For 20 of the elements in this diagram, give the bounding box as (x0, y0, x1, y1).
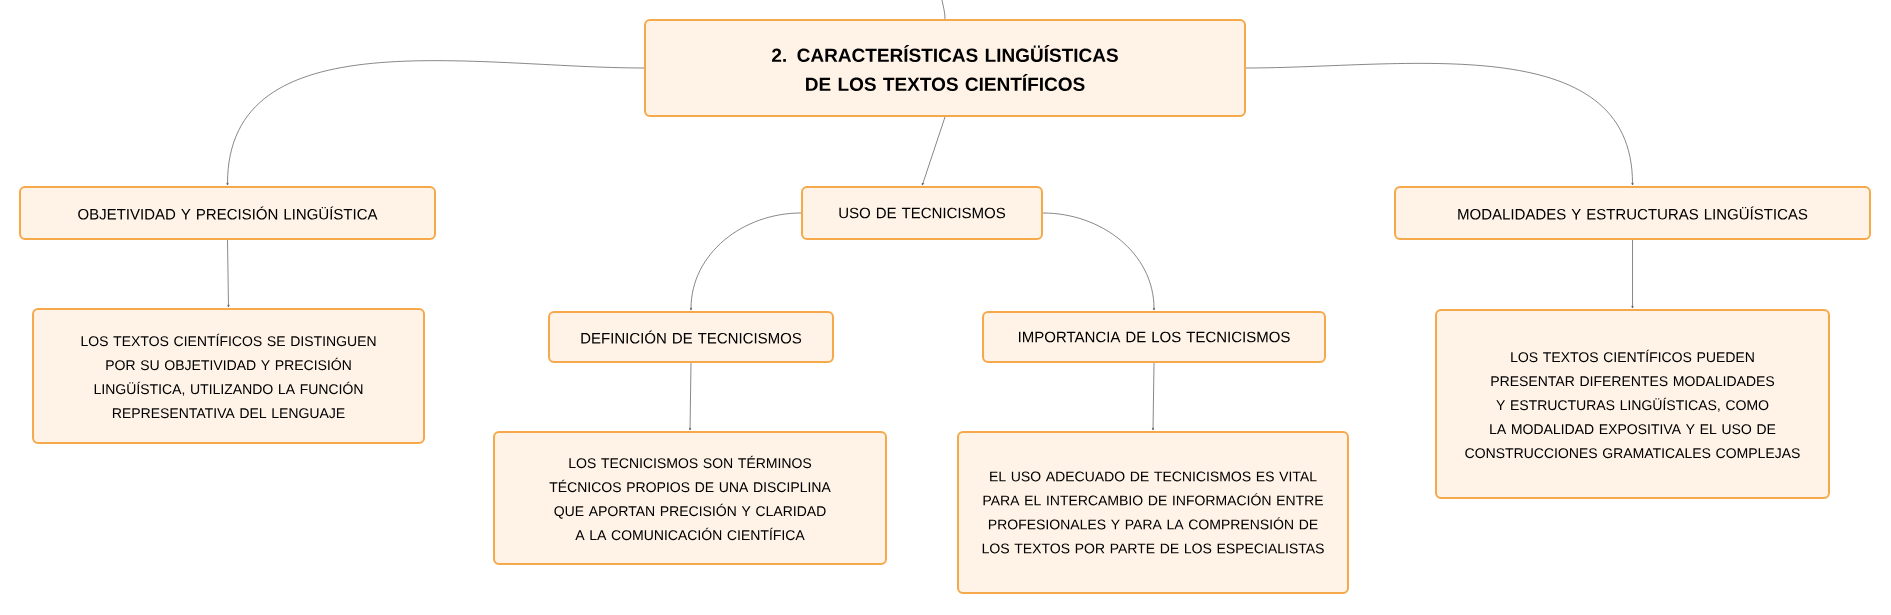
topic-box: OBJETIVIDAD Y PRECISIÓN LINGÜÍSTICA (19, 186, 436, 240)
description-box: LOS TEXTOS CIENTÍFICOS SE DISTINGUEN POR SU OBJETIVIDAD Y PRECISIÓN LINGÜÍSTICA, UTILIZANDO LA FUNCIÓN REPRESENTATIVA DEL LENGUAJE (32, 308, 425, 444)
connector (921, 116, 946, 186)
topic-box: MODALIDADES Y ESTRUCTURAS LINGÜÍSTICAS (1394, 186, 1871, 240)
connector (1151, 362, 1155, 431)
connector (226, 60, 645, 186)
connector (1042, 212, 1156, 311)
connector (227, 239, 230, 308)
description-box: LOS TECNICISMOS SON TÉRMINOS TÉCNICOS PROPIOS DE UNA DISCIPLINA QUE APORTAN PRECISIÓN Y CLARIDAD A LA COMUNICACIÓN CIENTÍFICA (493, 431, 887, 565)
description-box: LOS TEXTOS CIENTÍFICOS PUEDEN PRESENTAR DIFERENTES MODALIDADES Y ESTRUCTURAS LINGÜÍSTICAS, COMO LA MODALIDAD EXPOSITIVA Y EL USO DE CONSTRUCCIONES GRAMATICALES COMPLEJAS (1435, 309, 1830, 499)
title-box: 2. CARACTERÍSTICAS LINGÜÍSTICAS DE LOS TEXTOS CIENTÍFICOS (644, 19, 1246, 117)
connector (1245, 63, 1634, 186)
connector (689, 212, 802, 311)
connector (941, 0, 946, 20)
topic-box: USO DE TECNICISMOS (801, 186, 1043, 240)
topic-box: DEFINICIÓN DE TECNICISMOS (548, 311, 834, 363)
connector (688, 362, 692, 431)
connector (1631, 239, 1634, 309)
topic-box: IMPORTANCIA DE LOS TECNICISMOS (982, 311, 1326, 363)
description-box: EL USO ADECUADO DE TECNICISMOS ES VITAL PARA EL INTERCAMBIO DE INFORMACIÓN ENTRE PROFESIONALES Y PARA LA COMPRENSIÓN DE LOS TEXTOS POR PARTE DE LOS ESPECIALISTAS (957, 431, 1349, 594)
